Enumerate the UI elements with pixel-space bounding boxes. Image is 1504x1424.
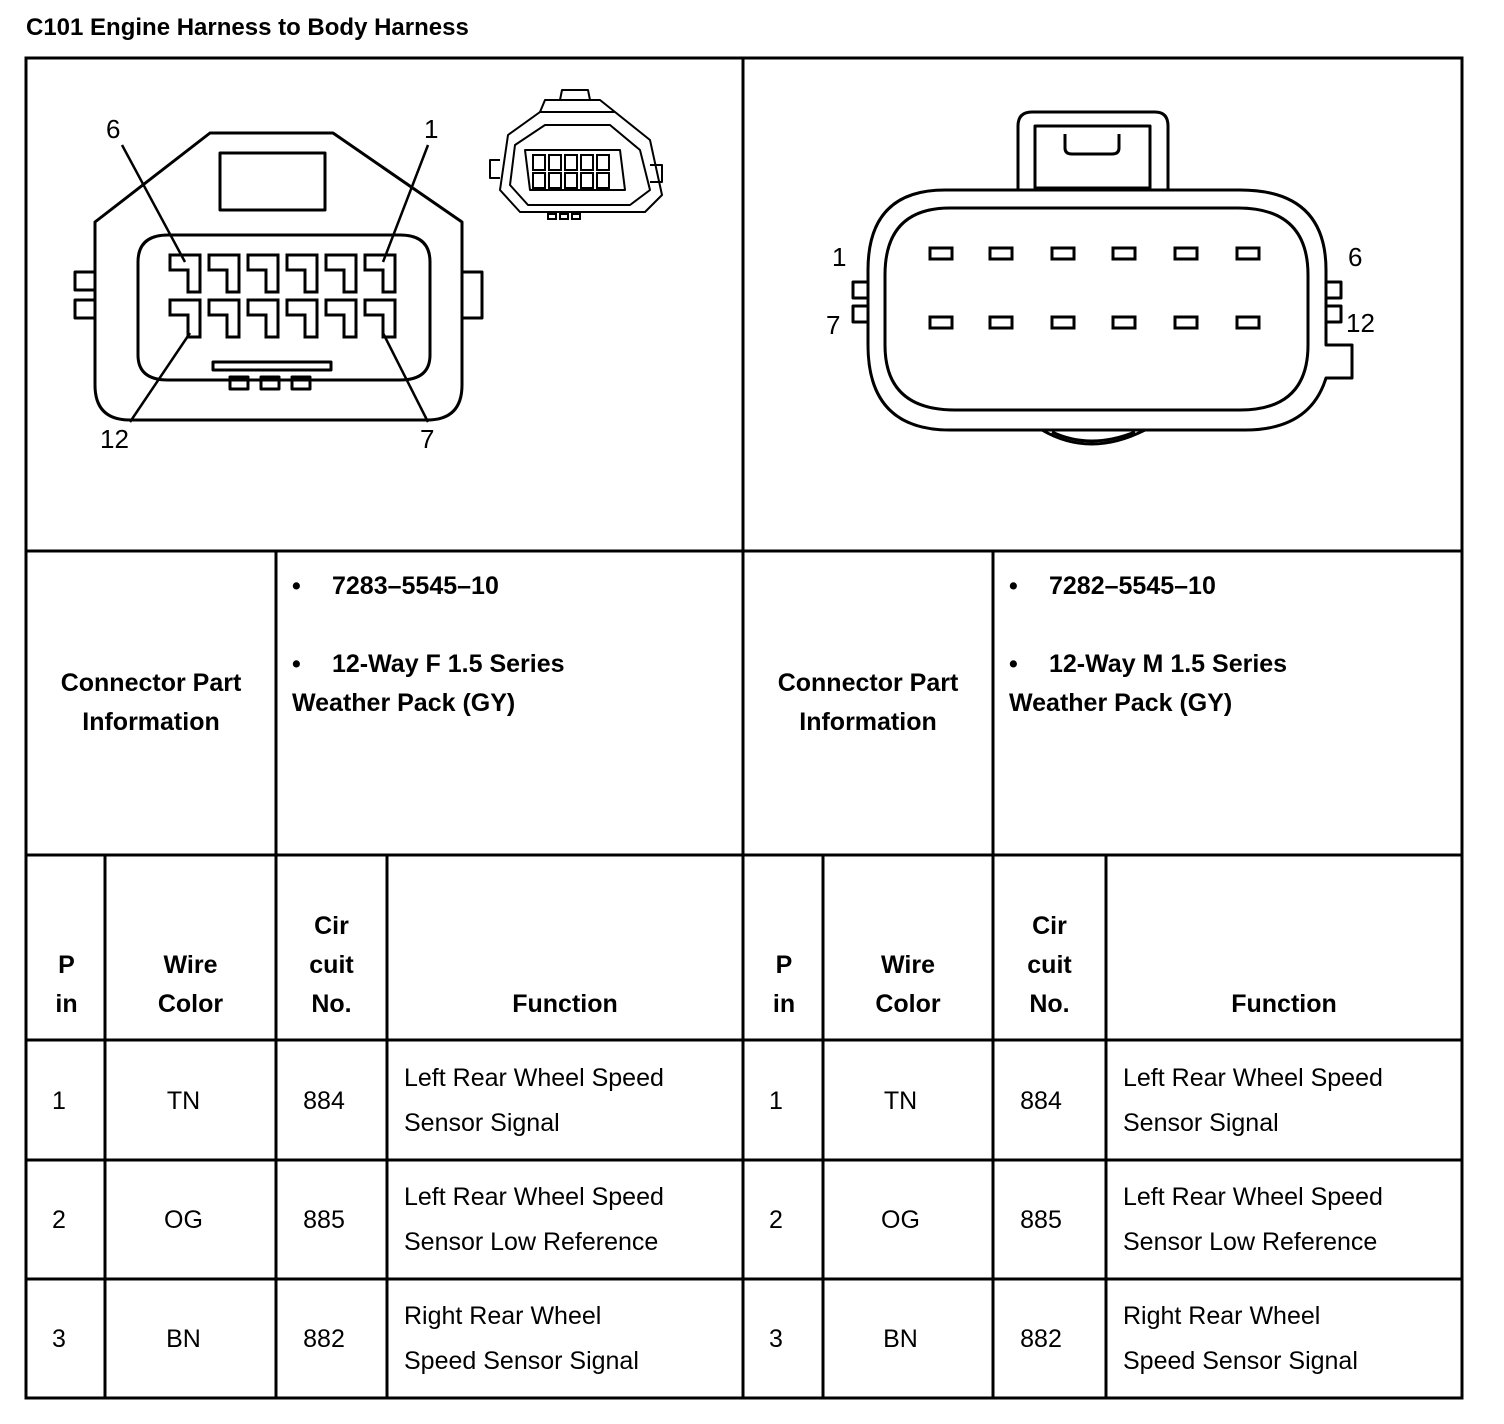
connector-part-details-female: •7283–5545–10 •12-Way F 1.5 Series Weath… [292,572,565,717]
cell-wire-color: OG [881,1205,920,1234]
terminal-blade-row-top [928,246,1261,261]
cell-circuit: 885 [1020,1205,1062,1234]
pin-label-7: 7 [420,424,434,454]
cell-pin: 3 [769,1324,783,1353]
cell-wire-color: TN [883,1086,918,1115]
cell-circuit: 884 [1020,1086,1062,1115]
connector-info-label-female: Connector Part Information [60,669,242,736]
cell-pin: 2 [769,1205,783,1234]
cell-circuit: 882 [303,1324,345,1353]
cell-circuit: 882 [1020,1324,1062,1353]
pin-label-7: 7 [826,310,840,340]
cell-wire-color: BN [166,1324,201,1353]
header-function: Function [1231,990,1337,1018]
header-function: Function [512,990,618,1018]
connector-info-label-male: Connector Part Information [777,669,959,736]
pin-label-12: 12 [100,424,129,454]
pin-label-6: 6 [1348,242,1362,272]
part-number: 7283–5545–10 [332,572,499,600]
terminal-blade-row-bottom [928,315,1261,330]
terminal-slot-row-bottom [168,298,397,339]
connector-part-details-male: •7282–5545–10 •12-Way M 1.5 Series Weath… [1009,572,1288,717]
page-title: C101 Engine Harness to Body Harness [26,14,469,41]
cell-pin: 3 [52,1324,66,1353]
cell-pin: 2 [52,1205,66,1234]
cell-pin: 1 [52,1086,66,1115]
connector-description: 12-Way M 1.5 Series [1049,650,1288,678]
cell-pin: 1 [769,1086,783,1115]
terminal-slot-row-top [168,253,397,294]
cell-wire-color: TN [166,1086,201,1115]
cell-wire-color: BN [883,1324,918,1353]
cell-circuit: 884 [303,1086,345,1115]
cell-circuit: 885 [303,1205,345,1234]
connector-description: 12-Way F 1.5 Series [332,650,565,678]
pin-label-1: 1 [424,114,438,144]
part-number: 7282–5545–10 [1049,572,1216,600]
pin-label-12: 12 [1346,308,1375,338]
cell-wire-color: OG [164,1205,203,1234]
pin-label-1: 1 [832,242,846,272]
pin-label-6: 6 [106,114,120,144]
